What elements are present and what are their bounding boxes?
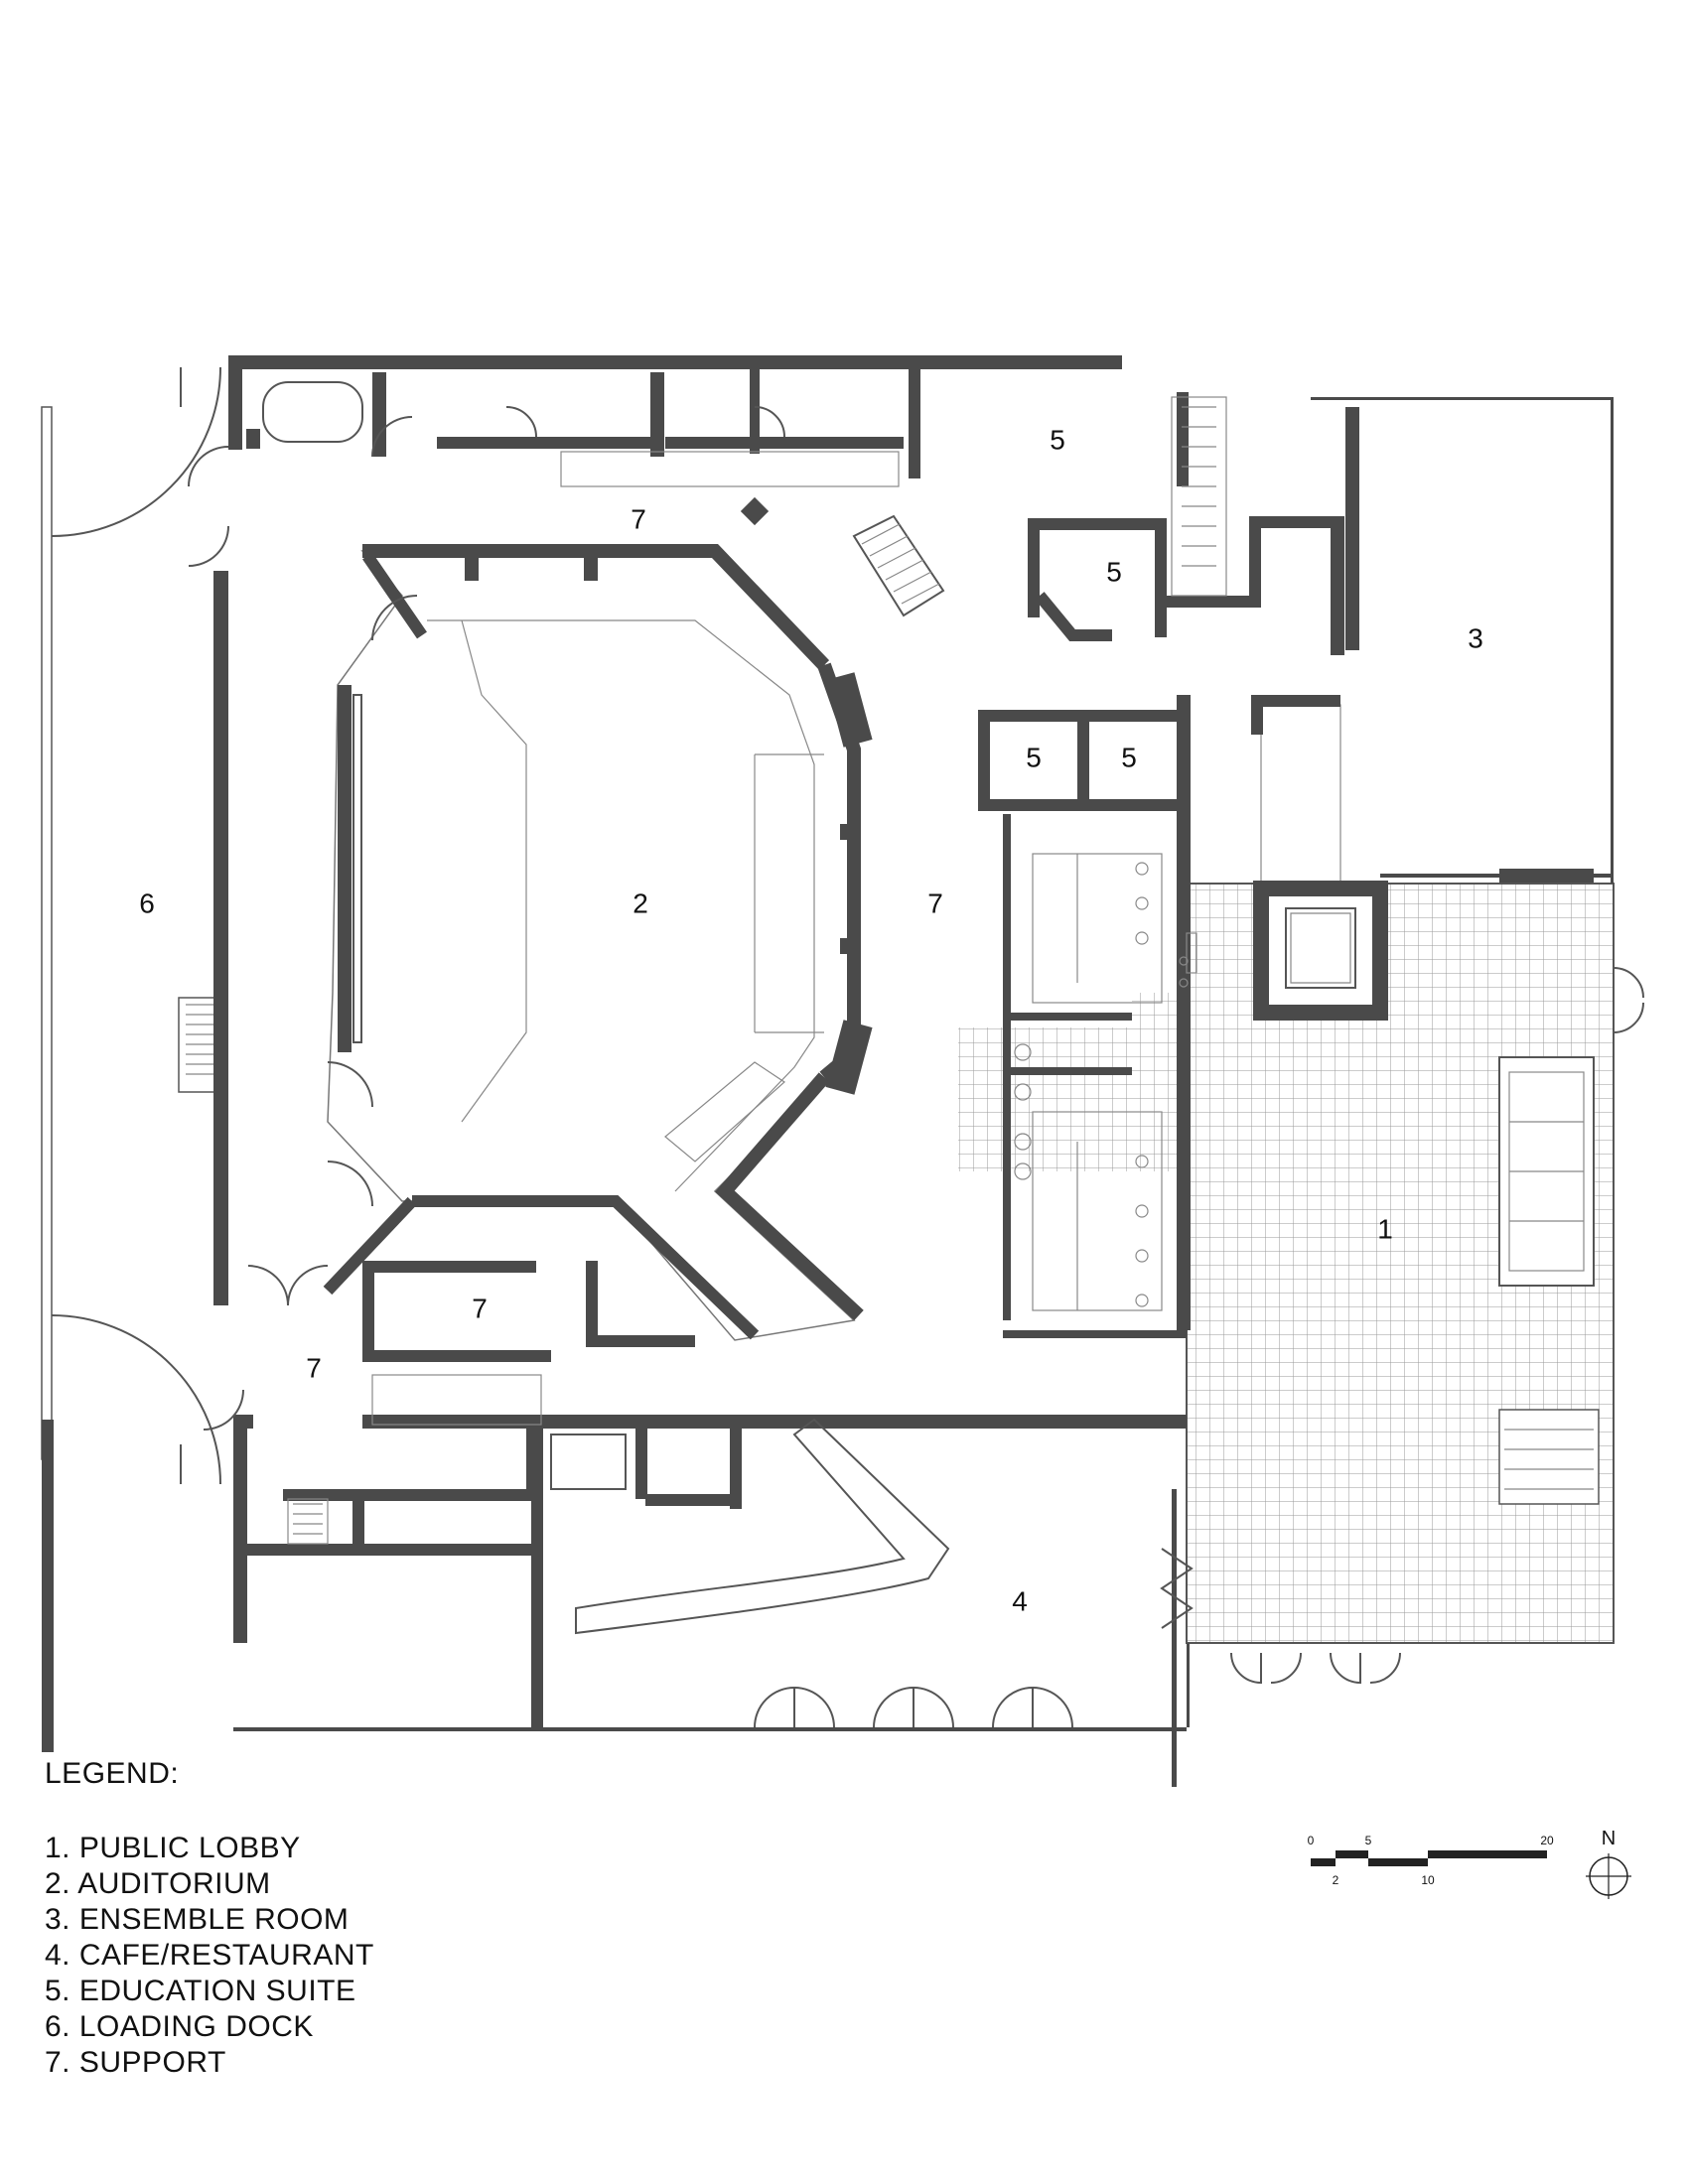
scale-tick-10: 10 (1421, 1873, 1435, 1887)
west-doors (51, 366, 329, 1485)
legend-item-support: 7. SUPPORT (45, 2046, 226, 2079)
legend-item-auditorium: 2. AUDITORIUM (45, 1867, 271, 1900)
legend-item-ensemble-room: 3. ENSEMBLE ROOM (45, 1903, 350, 1936)
education-suites (1028, 396, 1344, 885)
room-label-7-a: 7 (631, 503, 646, 534)
room-label-2: 2 (633, 887, 648, 918)
auditorium (323, 544, 873, 1341)
scale-tick-5: 5 (1365, 1834, 1372, 1847)
room-label-7-b: 7 (927, 887, 943, 918)
legend-item-cafe-restaurant: 4. CAFE/RESTAURANT (45, 1939, 374, 1972)
room-label-3: 3 (1468, 622, 1483, 653)
room-label-5-b: 5 (1106, 556, 1122, 587)
legend-item-loading-dock: 6. LOADING DOCK (45, 2010, 314, 2043)
exterior-walls (213, 355, 1614, 1787)
legend: LEGEND: 1. PUBLIC LOBBY 2. AUDITORIUM 3.… (45, 1757, 374, 2081)
scale-bar: 0 5 20 2 10 (1308, 1834, 1554, 1887)
elevator-core (1253, 881, 1388, 1021)
legend-title: LEGEND: (45, 1757, 180, 1790)
cafe-doors (754, 967, 1644, 1728)
upper-support-rooms (246, 369, 920, 526)
room-label-5-d: 5 (1121, 742, 1137, 772)
scale-tick-2: 2 (1333, 1873, 1339, 1887)
lobby-furniture (1498, 1056, 1600, 1505)
room-label-7-c: 7 (472, 1293, 488, 1323)
room-label-1: 1 (1377, 1213, 1393, 1244)
lower-west-rooms (243, 1261, 950, 1727)
room-label-5-a: 5 (1050, 424, 1065, 455)
upper-stair (852, 514, 945, 617)
north-label: N (1602, 1828, 1616, 1849)
scale-tick-20: 20 (1540, 1834, 1554, 1847)
room-label-4: 4 (1012, 1585, 1028, 1616)
room-label-7-d: 7 (306, 1352, 322, 1383)
room-label-5-c: 5 (1026, 742, 1042, 772)
legend-item-education-suite: 5. EDUCATION SUITE (45, 1975, 356, 2007)
room-labels: 1 2 3 4 5 5 5 5 6 7 7 7 7 (139, 424, 1483, 1616)
room-label-6: 6 (139, 887, 155, 918)
scale-tick-0: 0 (1308, 1834, 1315, 1847)
east-rooms (978, 710, 1197, 1338)
loading-dock-edge (41, 406, 224, 1752)
legend-item-public-lobby: 1. PUBLIC LOBBY (45, 1832, 301, 1864)
north-arrow-icon: N (1586, 1828, 1631, 1899)
